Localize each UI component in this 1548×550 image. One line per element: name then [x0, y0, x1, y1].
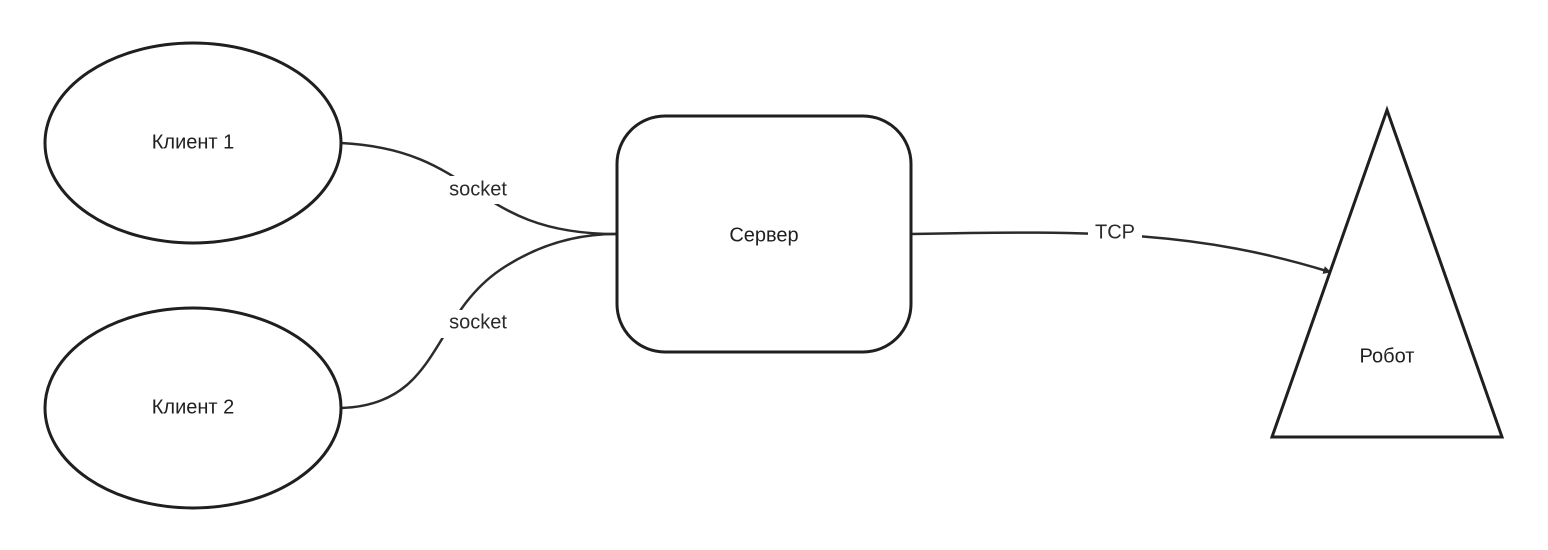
edge-client1-server: socket: [340, 141, 617, 236]
edge-label-socket-1: socket: [449, 178, 507, 200]
edge-label-background: [440, 176, 516, 204]
node-client-1: Клиент 1: [43, 41, 343, 245]
edge-label-background: [1088, 220, 1142, 248]
edge-label-socket-2: socket: [449, 311, 507, 333]
node-label-server: Сервер: [729, 224, 798, 246]
arrow-line: [910, 231, 1332, 274]
connector-line: [340, 232, 617, 410]
node-client-2: Клиент 2: [43, 306, 343, 510]
edge-server-robot: TCP: [910, 220, 1332, 274]
ellipse-shape: [43, 41, 343, 245]
edge-label-tcp: TCP: [1095, 221, 1135, 243]
edge-label-background: [440, 310, 516, 338]
triangle-shape: [1269, 105, 1505, 439]
node-label-client-2: Клиент 2: [152, 396, 235, 418]
node-label-robot: Робот: [1360, 345, 1415, 367]
ellipse-shape: [43, 306, 343, 510]
rounded-rectangle-shape: [615, 114, 913, 354]
node-robot: Робот: [1269, 105, 1505, 439]
edge-client2-server: socket: [340, 232, 617, 410]
node-server: Сервер: [615, 114, 913, 354]
node-label-client-1: Клиент 1: [152, 131, 235, 153]
